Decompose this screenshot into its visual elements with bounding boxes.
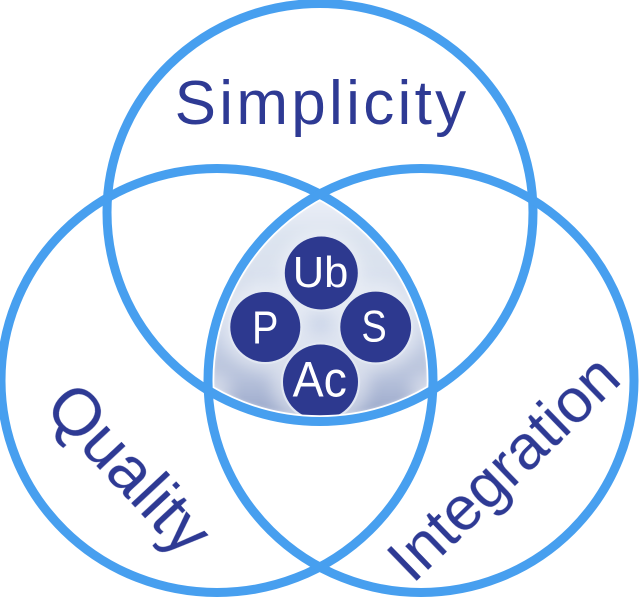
svg-text:S: S	[361, 300, 386, 351]
svg-text:P: P	[252, 302, 278, 354]
svg-text:Quality: Quality	[33, 368, 227, 569]
svg-text:Ac: Ac	[293, 352, 347, 408]
svg-text:Ub: Ub	[293, 249, 349, 297]
svg-text:Simplicity: Simplicity	[175, 69, 470, 138]
